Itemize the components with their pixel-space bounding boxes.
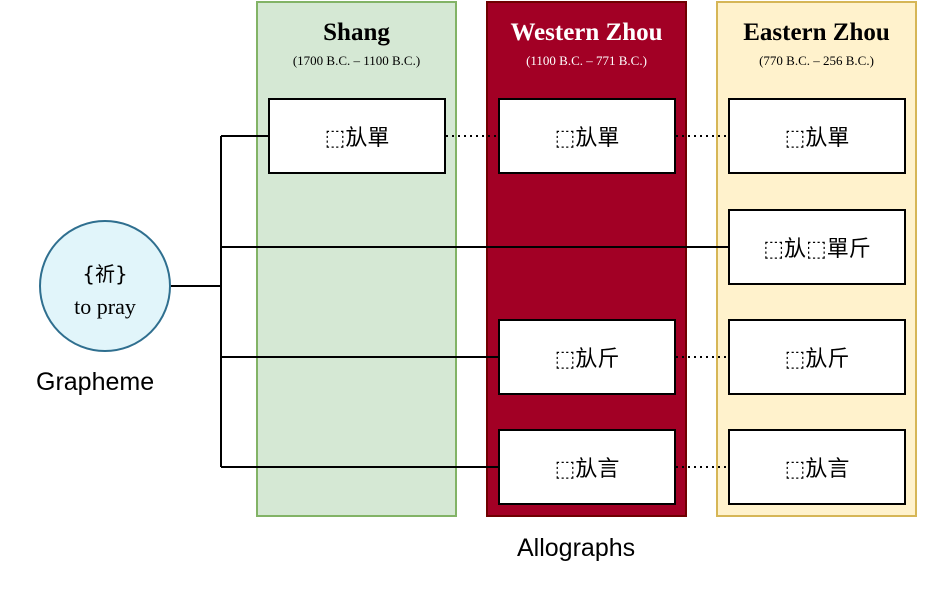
period-range: (1100 B.C. – 771 B.C.) bbox=[526, 53, 647, 68]
allograph-box-eastern-zhou: ⬚㫃單 bbox=[728, 98, 906, 174]
grapheme-character: {祈} bbox=[82, 262, 128, 286]
allograph-box-eastern-zhou: ⬚㫃言 bbox=[728, 429, 906, 505]
allograph-box-western-zhou: ⬚㫃斤 bbox=[498, 319, 676, 395]
period-title: Eastern Zhou bbox=[743, 19, 890, 46]
period-column-shang: Shang (1700 B.C. – 1100 B.C.) bbox=[256, 1, 457, 517]
allograph-box-western-zhou: ⬚㫃言 bbox=[498, 429, 676, 505]
period-range: (770 B.C. – 256 B.C.) bbox=[759, 53, 874, 68]
grapheme-gloss: to pray bbox=[74, 294, 136, 319]
allographs-caption: Allographs bbox=[517, 534, 636, 562]
allograph-box-eastern-zhou: ⬚㫃斤 bbox=[728, 319, 906, 395]
allograph-box-eastern-zhou: ⬚㫃⬚單斤 bbox=[728, 209, 906, 285]
allograph-box-western-zhou: ⬚㫃單 bbox=[498, 98, 676, 174]
grapheme-caption: Grapheme bbox=[36, 368, 155, 396]
grapheme-node: {祈} to pray bbox=[39, 220, 171, 352]
period-range: (1700 B.C. – 1100 B.C.) bbox=[292, 53, 421, 68]
period-title: Western Zhou bbox=[510, 19, 663, 46]
period-title: Shang bbox=[323, 19, 390, 46]
allograph-box-shang: ⬚㫃單 bbox=[268, 98, 446, 174]
